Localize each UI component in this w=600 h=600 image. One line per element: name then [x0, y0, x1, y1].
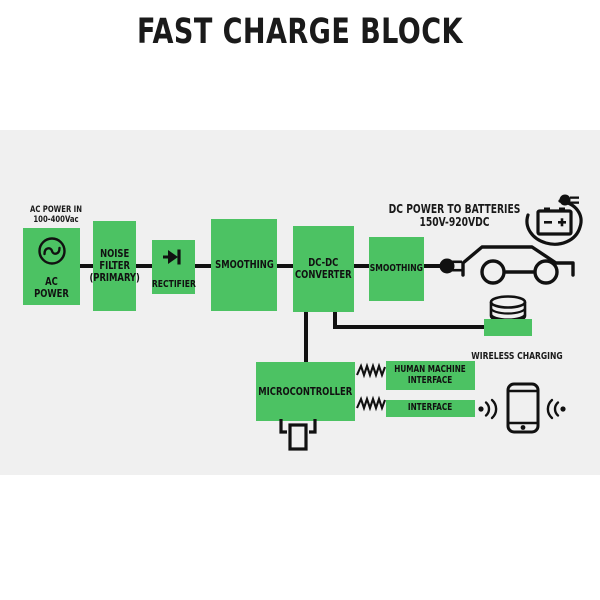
- plug-icon: [438, 254, 464, 278]
- block-interface[interactable]: INTERFACE: [386, 400, 475, 417]
- signal-waves-icon-right: [542, 398, 566, 420]
- wire-smooth1-to-dcdc: [277, 264, 293, 268]
- wireless-charging-caption: WIRELESS CHARGING: [462, 340, 572, 373]
- wire-filter-to-rect: [136, 264, 152, 268]
- wire-smooth2-to-plug: [424, 264, 440, 268]
- block-noise-filter-label: NOISE FILTER (PRIMARY): [89, 247, 140, 284]
- connector-icon: [274, 419, 322, 451]
- block-microcontroller[interactable]: MICROCONTROLLER: [256, 362, 355, 421]
- spring-connector-icon-2: [356, 395, 386, 412]
- block-rectifier[interactable]: RECTIFIER: [152, 240, 195, 294]
- block-wireless-pad[interactable]: [484, 319, 532, 336]
- block-smoothing-1[interactable]: SMOOTHING: [211, 219, 277, 311]
- block-smoothing-2-label: SMOOTHING: [369, 262, 424, 274]
- ac-power-in-caption: AC POWER IN 100-400Vac: [6, 196, 106, 236]
- dc-power-out-caption: DC POWER TO BATTERIES 150V-920VDC: [362, 190, 547, 243]
- battery-icon: [516, 194, 588, 255]
- dc-power-out-caption-text: DC POWER TO BATTERIES 150V-920VDC: [388, 202, 521, 230]
- block-rectifier-label: RECTIFIER: [151, 279, 196, 291]
- wire-dcdc-down-wireless: [333, 312, 337, 329]
- ac-sine-icon: [37, 236, 67, 266]
- phone-icon: [506, 382, 540, 434]
- signal-waves-icon: [478, 398, 502, 420]
- wire-ac-to-filter: [80, 264, 93, 268]
- block-dc-dc-converter[interactable]: DC-DC CONVERTER: [293, 226, 354, 312]
- block-human-machine-interface-label: HUMAN MACHINE INTERFACE: [394, 364, 467, 386]
- ac-power-in-caption-text: AC POWER IN 100-400Vac: [30, 204, 82, 225]
- wireless-charging-caption-text: WIRELESS CHARGING: [471, 351, 563, 362]
- block-noise-filter[interactable]: NOISE FILTER (PRIMARY): [89, 221, 140, 311]
- diode-icon: [161, 247, 187, 267]
- block-smoothing-2[interactable]: SMOOTHING: [369, 237, 424, 301]
- wire-rect-to-smooth1: [195, 264, 211, 268]
- page-title: FAST CHARGE BLOCK: [137, 12, 463, 52]
- block-interface-label: INTERFACE: [408, 402, 453, 414]
- spring-connector-icon: [356, 362, 386, 379]
- wire-dcdc-down-mcu: [304, 312, 308, 362]
- car-icon: [460, 223, 578, 285]
- wire-wireless-horizontal: [333, 325, 486, 329]
- block-smoothing-1-label: SMOOTHING: [214, 258, 274, 272]
- wire-dcdc-to-smooth2: [354, 264, 369, 268]
- block-microcontroller-label: MICROCONTROLLER: [258, 384, 353, 398]
- block-ac-power-label: AC POWER: [34, 275, 69, 301]
- block-ac-power[interactable]: AC POWER: [23, 228, 80, 305]
- block-dc-dc-converter-label: DC-DC CONVERTER: [295, 256, 352, 281]
- block-human-machine-interface[interactable]: HUMAN MACHINE INTERFACE: [386, 361, 475, 390]
